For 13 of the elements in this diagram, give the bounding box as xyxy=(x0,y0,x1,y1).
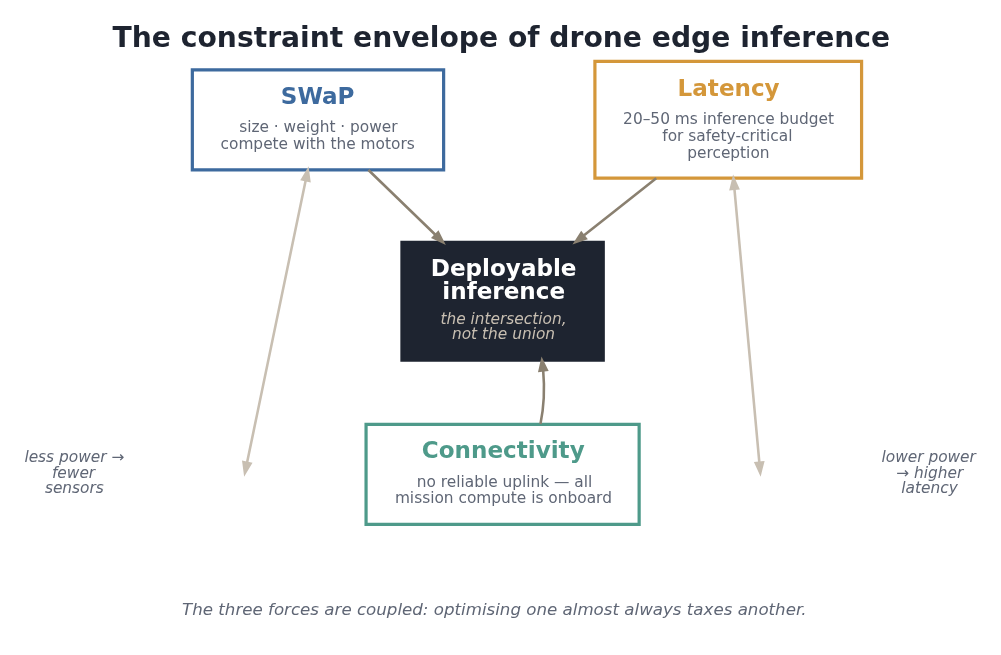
node-box: Deployable inference the intersection, not the union xyxy=(399,240,605,362)
arrow xyxy=(367,169,446,245)
arrow xyxy=(728,174,765,477)
label: lower power → higher latency xyxy=(880,448,976,498)
node-box: Latency 20–50 ms inference budget for safety-critical perception xyxy=(592,59,863,180)
diagram-title: The constraint envelope of drone edge inference xyxy=(112,20,890,54)
caption: The three forces are coupled: optimising one almost always taxes another. xyxy=(181,599,807,619)
label: less power → fewer sensors xyxy=(23,448,124,498)
arrow xyxy=(571,177,657,245)
node-box: SWaP size · weight · power compete with the motors xyxy=(190,68,445,172)
node-box: Connectivity no reliable uplink — all mission compute is onboard xyxy=(363,422,641,526)
arrow xyxy=(537,356,549,425)
arrow xyxy=(241,166,311,477)
